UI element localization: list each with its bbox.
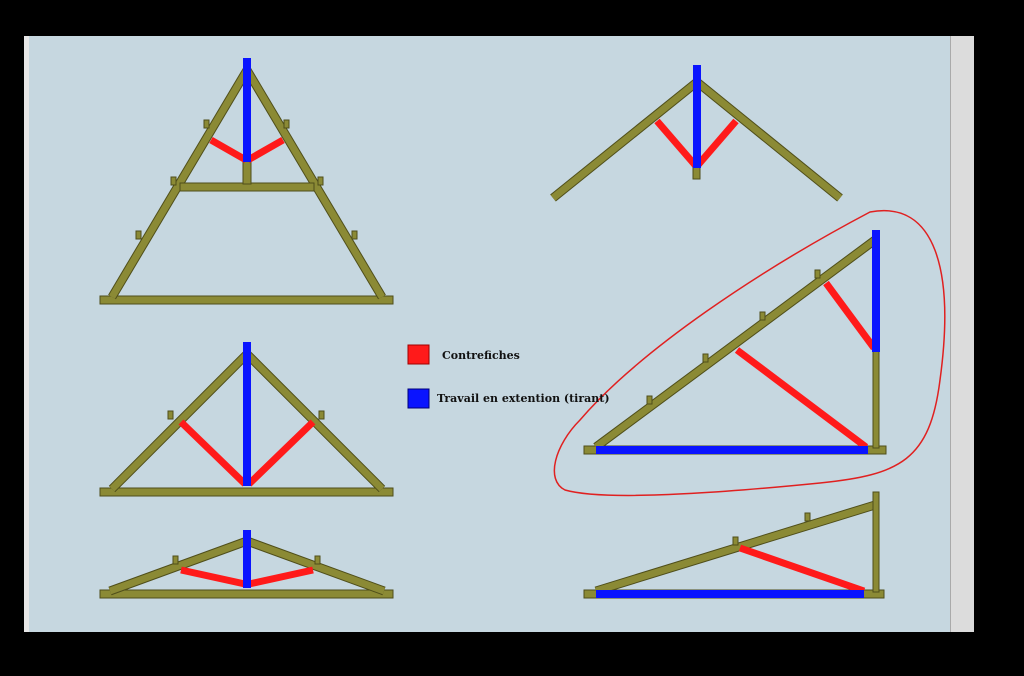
strut xyxy=(738,544,866,595)
strut-right xyxy=(246,136,285,164)
strut-right xyxy=(246,419,316,487)
drawing-canvas xyxy=(24,36,974,632)
cleat xyxy=(167,410,174,420)
left-edge xyxy=(24,36,29,632)
rafter-left-fill xyxy=(550,79,700,201)
cleat xyxy=(314,555,321,565)
cleat xyxy=(203,119,210,129)
cleat xyxy=(283,119,290,129)
highlight-circle xyxy=(553,209,946,497)
post xyxy=(872,491,880,593)
legend-label-tie: Travail en extention (tirant) xyxy=(437,392,610,405)
strut-lower xyxy=(734,347,869,450)
tie-beam xyxy=(99,589,394,599)
cleat xyxy=(351,230,358,240)
truss-roof-apex xyxy=(550,65,843,202)
strut-left xyxy=(180,566,246,588)
tie-beam xyxy=(99,295,394,305)
legend-swatch-tie xyxy=(407,388,430,409)
rafter-left-fill xyxy=(108,537,249,595)
rafter-left-fill xyxy=(109,351,250,492)
cleat xyxy=(172,555,179,565)
cleat xyxy=(814,269,821,279)
truss-tall-with-collar xyxy=(99,58,394,305)
cleat xyxy=(732,536,739,546)
strut-left xyxy=(209,136,248,164)
truss-medium xyxy=(99,342,394,497)
cleat xyxy=(646,395,653,405)
post xyxy=(872,349,880,449)
cleat xyxy=(318,410,325,420)
cleat xyxy=(804,512,811,522)
cleat xyxy=(170,176,177,186)
rafter-fill xyxy=(593,237,878,450)
truss-half-highlighted xyxy=(553,209,946,497)
strut-upper xyxy=(823,280,877,351)
cleat xyxy=(317,176,324,186)
strut-left xyxy=(654,118,698,168)
strut-right xyxy=(695,118,739,168)
truss-low-half xyxy=(583,491,885,599)
cleat xyxy=(135,230,142,240)
tie-beam xyxy=(99,487,394,497)
rafter-right-fill xyxy=(694,79,843,201)
legend-swatch-strut xyxy=(407,344,430,365)
vertical-scrollbar[interactable] xyxy=(950,36,974,632)
legend: Contrefiches Travail en extention (tiran… xyxy=(407,344,610,409)
king-post-stub xyxy=(242,159,252,185)
rafter-right-fill xyxy=(245,537,386,595)
strut-left xyxy=(178,419,248,487)
strut-right xyxy=(248,566,314,588)
cleat xyxy=(759,311,766,321)
cleat xyxy=(702,353,709,363)
rafter-right-fill xyxy=(244,351,385,492)
truss-low xyxy=(99,530,394,599)
legend-label-strut: Contrefiches xyxy=(442,349,520,362)
rafter-fill xyxy=(594,501,877,595)
